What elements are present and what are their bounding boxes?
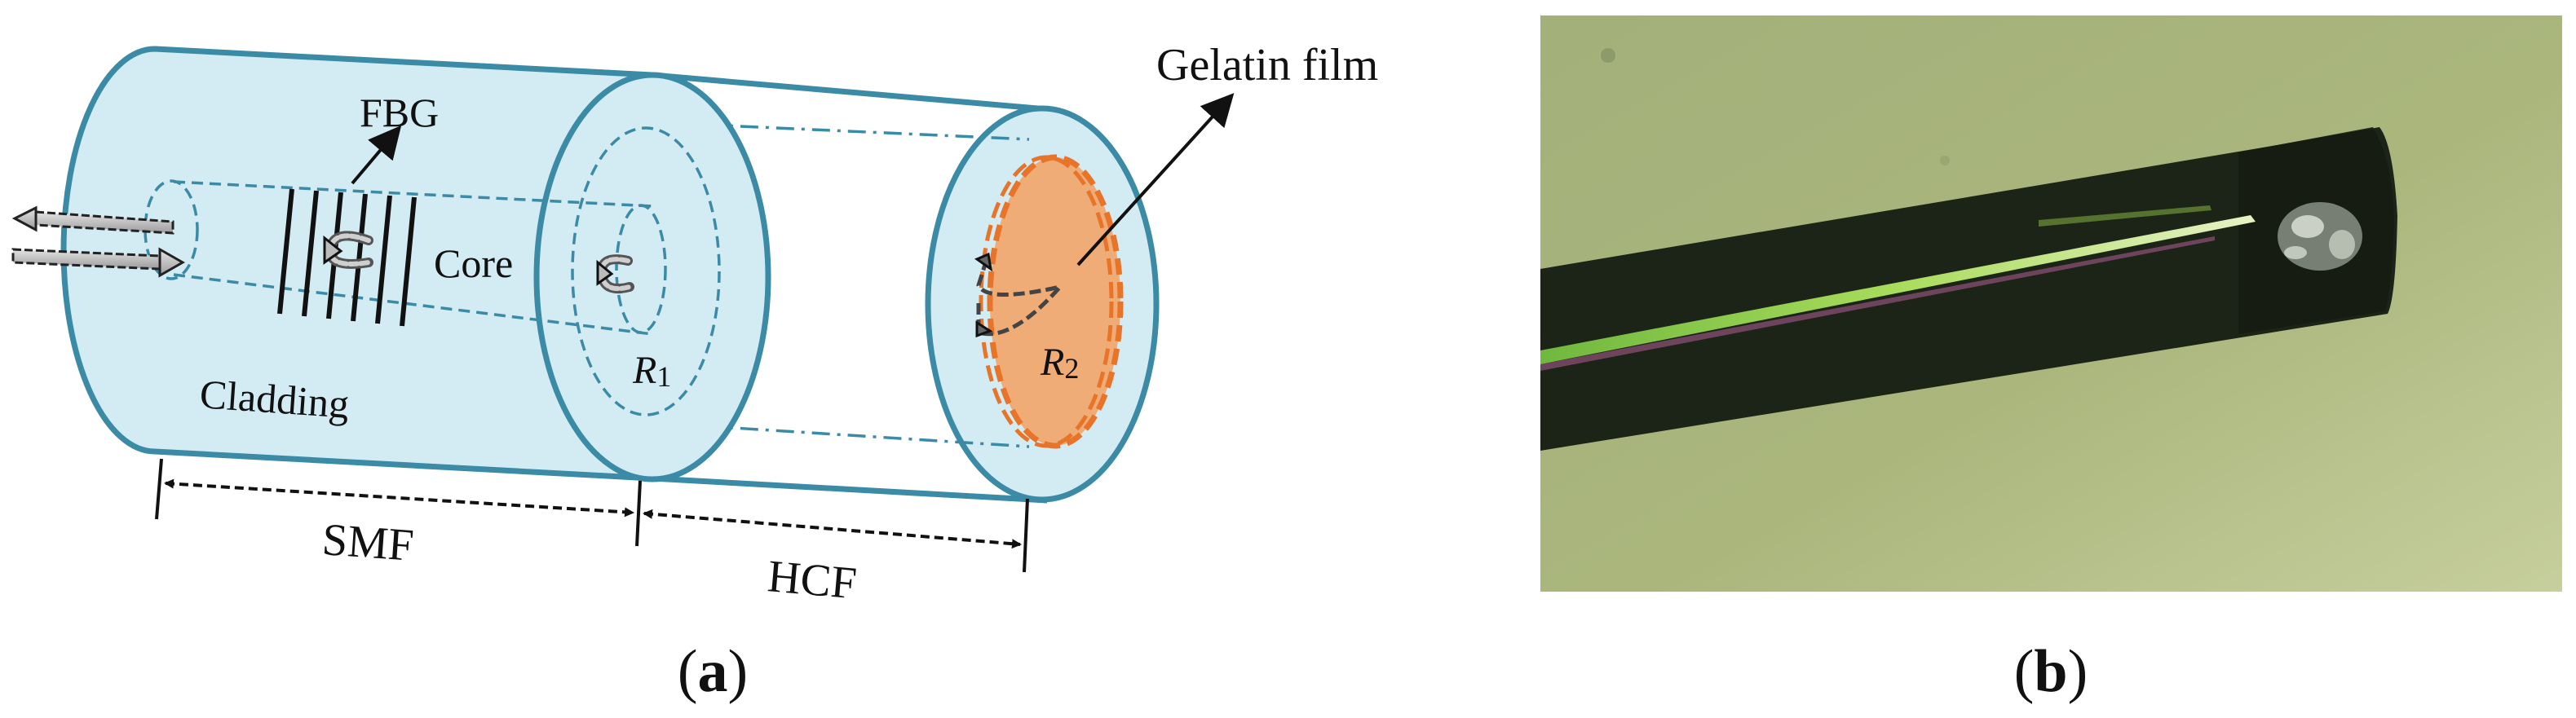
reflection-arrow-icon (596, 254, 634, 294)
r2-label: R2 (1040, 341, 1079, 385)
pointer-arrow-icon (351, 125, 402, 185)
core-entrance (144, 179, 199, 280)
panel-a-diagram: FBG Core Cladding Gelatin film SMF HCF R… (11, 40, 1378, 705)
cladding-label: Cladding (198, 371, 351, 427)
output-arrow-icon (11, 205, 175, 235)
panel-b-micrograph: (b) (1540, 15, 2562, 705)
r1-label: R1 (632, 349, 671, 393)
gelatin-film-label: Gelatin film (1156, 40, 1378, 90)
panel-a-label: (a) (678, 638, 748, 705)
gelatin-film (987, 154, 1124, 449)
fiber-core (1540, 215, 2256, 364)
input-arrow-icon (11, 247, 186, 278)
dimension-arrow-icon (643, 509, 1022, 549)
core-exit (615, 204, 667, 334)
smf-end-face (533, 72, 771, 482)
reflection-arrow-icon (974, 252, 1062, 338)
smf-label: SMF (320, 514, 415, 571)
pointer-arrow-icon (1076, 93, 1235, 266)
core-label: Core (434, 240, 513, 286)
panel-b-label: (b) (2014, 638, 2088, 705)
fiber-tip-deposit (2278, 202, 2362, 271)
fbg-label: FBG (360, 90, 439, 135)
hcf-label: HCF (766, 551, 859, 609)
reflection-arrow-icon (323, 231, 373, 269)
dimension-arrow-icon (164, 478, 634, 518)
